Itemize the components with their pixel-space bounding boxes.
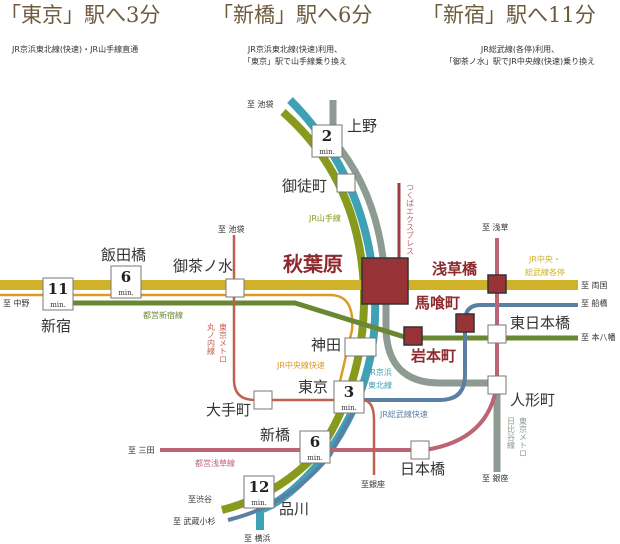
time-shinbashi: 6 [310,433,320,451]
station-marker-iidabashi[interactable] [110,265,142,299]
station-label-nihonbashi: 日本橋 [400,460,445,478]
station-marker-bakurocho[interactable] [455,313,475,333]
station-label-ueno: 上野 [347,117,377,135]
station-label-higashinihonbashi: 東日本橋 [510,314,570,332]
header-note-shinjuku: JR総武線(各停)利用、 「御茶ノ水」駅でJR中央線(快速)乗り換え [430,44,610,68]
dest-ginza-marunouchi: 至銀座 [361,479,385,489]
station-marker-iwamotocho[interactable] [403,326,423,346]
station-label-ochanomizu: 御茶ノ水 [173,257,233,275]
station-marker-shinagawa[interactable] [243,475,275,509]
line-label-toei-shinjuku: 都営新宿線 [143,310,183,320]
station-marker-ueno[interactable] [311,124,343,158]
dest-ikebukuro-jr: 至 池袋 [247,99,274,109]
station-marker-otemachi[interactable] [253,390,273,410]
station-marker-akihabara[interactable] [361,257,409,305]
header-title-tokyo: 「東京」駅へ3分 [0,3,161,27]
line-label-toei-asakusa: 都営浅草線 [195,458,235,468]
dest-nakano: 至 中野 [3,298,30,308]
header-title-shinbashi: 「新橋」駅へ6分 [212,3,373,27]
line-label-keihin-1: JR京浜 [367,367,392,377]
time-shinagawa: 12 [249,478,270,496]
station-label-bakurocho: 馬喰町 [415,294,460,312]
station-label-shinbashi: 新橋 [260,426,290,444]
station-label-iwamotocho: 岩本町 [410,347,456,365]
line-label-hibiya-2: 日比谷線 [507,417,516,449]
time-iidabashi: 6 [121,268,131,286]
line-sobu-rapid [227,303,578,522]
line-label-yamanote: JR山手線 [308,213,341,223]
station-label-otemachi: 大手町 [206,401,251,419]
time-shinjuku: 11 [48,280,69,298]
time-unit-tokyo: min. [341,404,357,412]
line-label-sobu-rapid: JR総武線快速 [379,409,428,419]
line-label-chuo-rapid: JR中央線快速 [276,360,325,370]
line-chuo-rapid [0,293,354,391]
header-title-shinjuku: 「新宿」駅へ11分 [422,3,596,27]
dest-shibuya: 至渋谷 [188,494,212,504]
dest-ryogoku: 至 両国 [581,281,608,290]
dest-asakusa: 至 浅草 [482,222,509,232]
note-line: 「東京」駅で山手線乗り換え [243,57,347,66]
station-label-asakusabashi: 浅草橋 [432,260,478,278]
line-label-marunouchi-1: 東京メトロ [219,322,228,363]
station-marker-kanda[interactable] [344,337,377,357]
station-label-ningyocho: 人形町 [510,391,555,409]
station-marker-ningyocho[interactable] [487,375,507,395]
header-note-shinbashi: JR京浜東北線(快速)利用、 「東京」駅で山手線乗り換え [225,44,365,68]
dest-ginza-hibiya: 至 銀座 [482,473,509,483]
station-label-akihabara: 秋葉原 [283,252,343,276]
note-line: JR京浜東北線(快速)・JR山手線直通 [12,45,139,54]
note-line: JR総武線(各停)利用、 [480,45,560,54]
note-line: JR京浜東北線(快速)利用、 [247,45,343,54]
line-keihin-tohoku [256,97,380,530]
line-label-chuo-sobu-2: 総武線各停 [525,267,565,277]
station-marker-shinjuku[interactable] [42,277,74,311]
station-marker-tokyo[interactable] [333,380,365,414]
time-unit-shinbashi: min. [307,454,323,462]
line-label-tsukuba: つくばエクスプレス [406,183,415,255]
line-label-chuo-sobu-1: JR中央・ [528,254,561,264]
time-unit-shinjuku: min. [50,301,66,309]
header-note-tokyo: JR京浜東北線(快速)・JR山手線直通 [12,44,152,56]
time-ueno: 2 [322,127,332,145]
station-marker-shinbashi[interactable] [299,430,331,464]
time-unit-ueno: min. [319,148,335,156]
station-marker-asakusabashi[interactable] [487,274,507,294]
time-unit-shinagawa: min. [251,499,267,507]
dest-ikebukuro-marunouchi: 至 池袋 [218,224,245,234]
station-label-okachimachi: 御徒町 [282,177,327,195]
line-marunouchi [232,235,376,475]
station-marker-nihonbashi[interactable] [410,440,430,460]
station-label-tokyo: 東京 [298,378,328,396]
line-label-marunouchi-2: 丸ノ内線 [207,322,216,355]
time-unit-iidabashi: min. [118,289,134,297]
time-tokyo: 3 [344,383,354,401]
dest-funabashi: 至 船橋 [581,298,608,308]
station-label-iidabashi: 飯田橋 [101,246,146,264]
station-label-shinagawa: 品川 [279,500,309,518]
station-marker-ochanomizu[interactable] [225,278,245,298]
dest-musashikosugi: 至 武蔵小杉 [173,516,216,526]
line-label-keihin-2: 東北線 [368,380,392,390]
station-marker-okachimachi[interactable] [336,173,356,193]
note-line: 「御茶ノ水」駅でJR中央線(快速)乗り換え [444,57,596,66]
dest-mita: 至 三田 [128,446,155,455]
station-marker-higashinihonbashi[interactable] [487,324,507,344]
dest-motoyawata: 至 本八幡 [581,332,616,342]
station-label-shinjuku: 新宿 [41,317,71,335]
dest-yokohama: 至 横浜 [244,533,271,543]
station-label-kanda: 神田 [311,336,341,354]
line-label-hibiya-1: 東京メトロ [519,416,528,457]
